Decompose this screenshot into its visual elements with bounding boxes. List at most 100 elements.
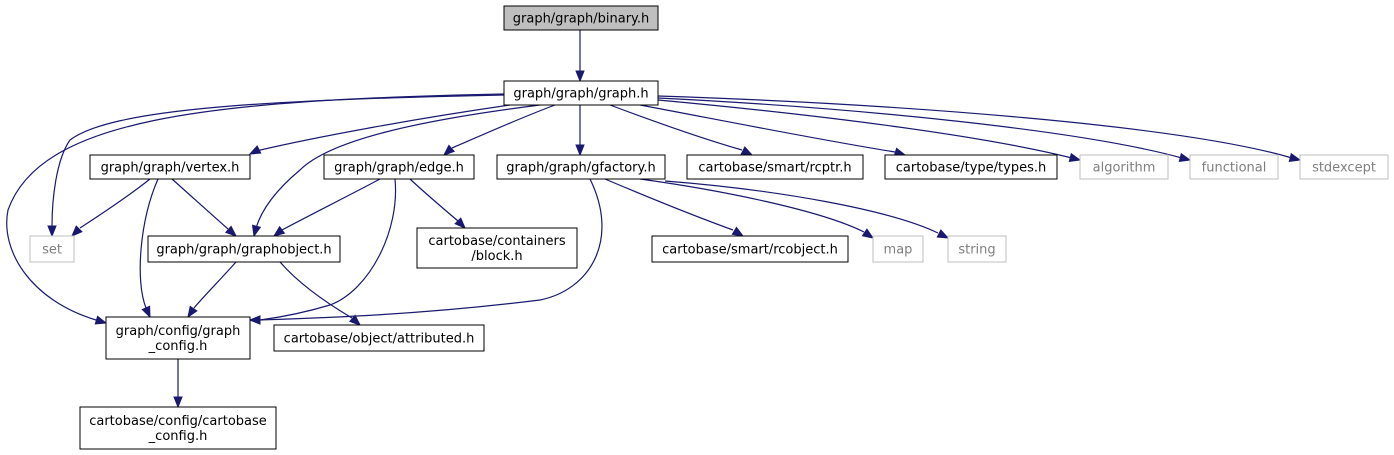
node-label: graph/graph/vertex.h — [101, 161, 240, 176]
nodes-layer: graph/graph/binary.h graph/graph/graph.h g… — [29, 5, 1389, 450]
node-map[interactable]: map — [872, 235, 924, 263]
node-label: /block.h — [471, 249, 522, 264]
arrowhead — [1288, 152, 1302, 163]
edge-graph-to-vertex — [248, 104, 511, 155]
node-label: cartobase/smart/rcptr.h — [698, 161, 851, 176]
arrowhead — [94, 315, 108, 325]
edge-line — [609, 104, 743, 151]
edge-line — [79, 178, 151, 229]
node-box — [496, 154, 666, 180]
edge-line — [259, 178, 603, 321]
edge-line — [664, 180, 939, 234]
node-rcobject[interactable]: cartobase/smart/rcobject.h — [651, 235, 849, 263]
node-binary[interactable]: graph/graph/binary.h — [503, 5, 659, 31]
arrowhead — [861, 228, 875, 239]
node-algorithm[interactable]: algorithm — [1079, 154, 1169, 180]
node-stdexcept[interactable]: stdexcept — [1299, 154, 1389, 180]
edge-graph-to-graphobject — [251, 104, 541, 238]
edge-graph-to-functional — [657, 97, 1192, 163]
edge-line — [193, 261, 237, 309]
node-functional[interactable]: functional — [1189, 154, 1279, 180]
edge-graph_config-to-cartobase_config — [173, 359, 183, 409]
node-label: _config.h — [148, 429, 208, 444]
edge-line — [639, 104, 896, 153]
arrowhead — [248, 315, 261, 325]
arrowhead — [71, 225, 83, 237]
node-box — [1079, 154, 1169, 180]
node-label: graph/graph/graphobject.h — [156, 243, 331, 258]
node-label: cartobase/smart/rcobject.h — [662, 243, 838, 258]
edge-line — [279, 261, 353, 319]
edge-gfactory-to-rcobject — [604, 178, 745, 237]
node-vertex[interactable]: graph/graph/vertex.h — [89, 154, 251, 180]
edge-gfactory-to-graph_config — [248, 178, 603, 325]
edge-line — [451, 104, 556, 149]
node-label: graph/graph/gfactory.h — [506, 161, 655, 176]
node-box — [503, 80, 659, 106]
node-edge[interactable]: graph/graph/edge.h — [323, 154, 475, 180]
edge-line — [657, 99, 1073, 159]
node-label: graph/config/graph — [116, 324, 241, 339]
arrowhead — [173, 396, 183, 409]
node-box — [79, 406, 277, 450]
arrowhead — [248, 145, 262, 155]
edge-edge-to-block — [409, 178, 466, 229]
arrowhead — [936, 229, 950, 239]
node-types[interactable]: cartobase/type/types.h — [884, 154, 1058, 180]
arrowhead — [224, 225, 238, 237]
node-box — [273, 324, 485, 352]
node-box — [416, 227, 578, 269]
edge-line — [171, 178, 229, 230]
node-label: set — [42, 243, 62, 258]
edges-layer — [6, 30, 1302, 409]
arrowhead — [251, 224, 262, 238]
node-box — [147, 235, 341, 263]
node-graph-config[interactable]: graph/config/graph_config.h — [105, 316, 251, 360]
node-label: map — [884, 243, 913, 258]
edge-graph-to-edge — [442, 104, 556, 156]
edge-vertex-to-set — [71, 178, 151, 237]
node-box — [503, 5, 659, 31]
edge-line — [6, 93, 505, 321]
node-graphobject[interactable]: graph/graph/graphobject.h — [147, 235, 341, 263]
node-graph[interactable]: graph/graph/graph.h — [503, 80, 659, 106]
node-label: graph/graph/graph.h — [513, 87, 648, 102]
node-box — [29, 235, 75, 263]
node-label: functional — [1202, 161, 1267, 176]
arrowhead — [442, 144, 456, 156]
node-label: cartobase/type/types.h — [896, 161, 1046, 176]
edge-line — [657, 95, 1293, 159]
edge-binary-to-graph — [575, 30, 585, 83]
node-box — [884, 154, 1058, 180]
edge-graph-to-set — [47, 94, 505, 238]
edge-graphobject-to-graph_config — [187, 261, 237, 319]
arrowhead — [740, 146, 754, 156]
edge-vertex-to-graphobject — [171, 178, 238, 237]
edge-graph-to-graph_config — [6, 93, 505, 325]
node-block[interactable]: cartobase/containers/block.h — [416, 227, 578, 269]
arrowhead — [1068, 152, 1082, 163]
edge-graph-to-algorithm — [657, 99, 1082, 163]
edge-line — [281, 178, 381, 231]
node-box — [89, 154, 251, 180]
node-cartobase-config[interactable]: cartobase/config/cartobase_config.h — [79, 406, 277, 450]
node-label: cartobase/config/cartobase — [89, 414, 267, 429]
node-box — [323, 154, 475, 180]
arrowhead — [454, 217, 466, 229]
edge-line — [259, 178, 397, 321]
node-label: algorithm — [1093, 161, 1156, 176]
node-rcptr[interactable]: cartobase/smart/rcptr.h — [686, 154, 864, 180]
arrowhead — [187, 305, 198, 319]
node-box — [1189, 154, 1279, 180]
arrowhead — [348, 314, 362, 326]
node-box — [651, 235, 849, 263]
node-set[interactable]: set — [29, 235, 75, 263]
edge-line — [139, 178, 159, 309]
edge-graph-to-gfactory — [575, 105, 585, 157]
edge-line — [409, 178, 459, 222]
node-attributed[interactable]: cartobase/object/attributed.h — [273, 324, 485, 352]
node-string[interactable]: string — [947, 235, 1007, 263]
arrowhead — [141, 305, 151, 319]
node-gfactory[interactable]: graph/graph/gfactory.h — [496, 154, 666, 180]
node-label: _config.h — [148, 339, 208, 354]
